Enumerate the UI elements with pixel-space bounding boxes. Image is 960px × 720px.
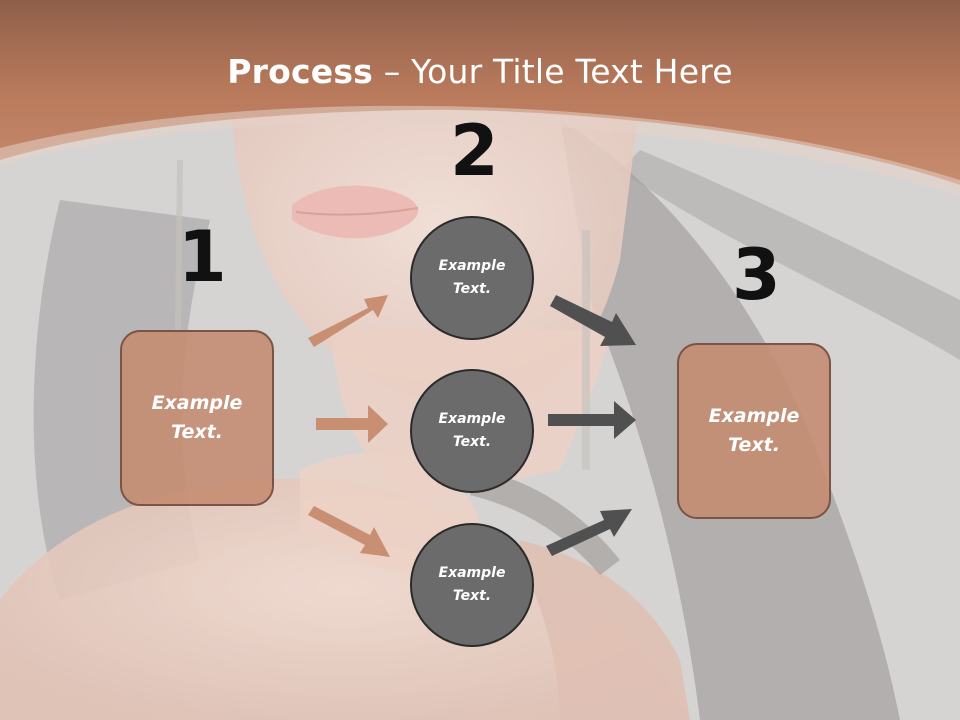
- title-rest: – Your Title Text Here: [373, 52, 733, 91]
- arrow-left-to-middle: [316, 405, 388, 443]
- step-circle-middle: Example Text.: [410, 369, 534, 493]
- arrow-bottom-to-right: [546, 509, 632, 556]
- arrow-middle-to-right: [548, 401, 636, 439]
- step-box-right-label: Example Text.: [708, 405, 800, 456]
- step-number-3: 3: [732, 234, 781, 316]
- step-number-2: 2: [450, 110, 499, 192]
- step-number-1: 1: [178, 216, 227, 298]
- step-circle-bottom: Example Text.: [410, 523, 534, 647]
- page-title: Process – Your Title Text Here: [0, 52, 960, 91]
- arrow-top-to-right: [550, 295, 636, 346]
- arrow-left-to-top: [308, 295, 388, 347]
- step-circle-top-label: Example Text.: [438, 258, 506, 297]
- step-circle-top: Example Text.: [410, 216, 534, 340]
- step-circle-middle-label: Example Text.: [438, 411, 506, 450]
- step-box-right: Example Text.: [677, 343, 831, 519]
- title-bold: Process: [227, 52, 374, 91]
- arrow-left-to-bottom: [308, 506, 390, 557]
- step-box-left: Example Text.: [120, 330, 274, 506]
- step-box-left-label: Example Text.: [151, 392, 243, 443]
- step-circle-bottom-label: Example Text.: [438, 565, 506, 604]
